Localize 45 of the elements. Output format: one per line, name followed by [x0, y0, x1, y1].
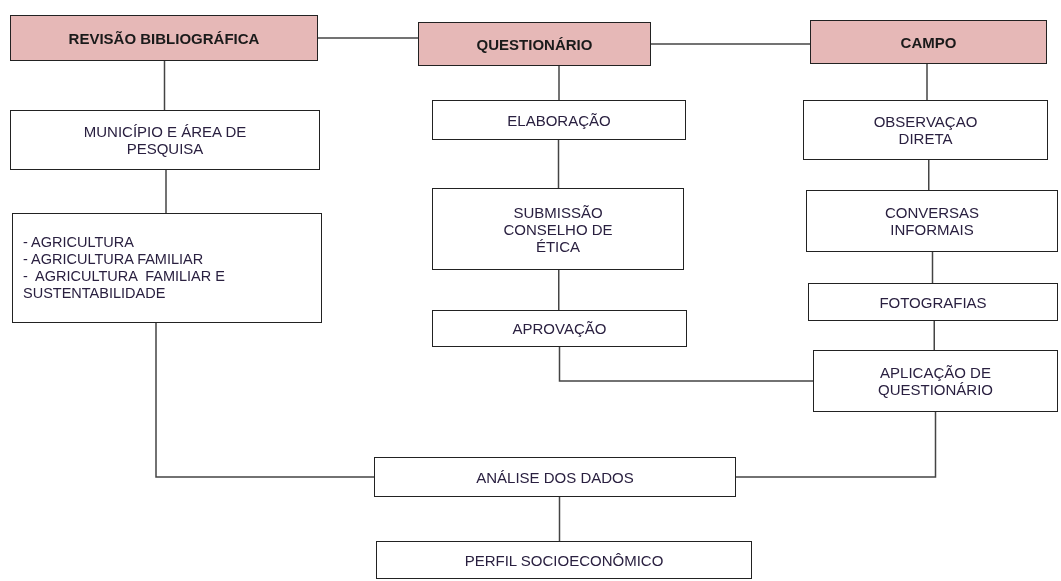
- node-label: REVISÃO BIBLIOGRÁFICA: [68, 29, 260, 47]
- node-label: SUBMISSÃO CONSELHO DE ÉTICA: [503, 203, 613, 255]
- node-label: MUNICÍPIO E ÁREA DE PESQUISA: [82, 123, 248, 157]
- node-label: QUESTIONÁRIO: [476, 35, 593, 53]
- process-box: [432, 100, 686, 140]
- header-box: [810, 20, 1047, 64]
- node-label: - AGRICULTURA FAMILIAR E SUSTENTABILIDADE: [23, 268, 226, 302]
- process-box: [432, 188, 684, 270]
- node-label: - AGRICULTURA: [23, 234, 134, 251]
- node-label: CAMPO: [900, 33, 957, 51]
- process-box: [432, 310, 687, 347]
- node-label: - AGRICULTURA FAMILIAR: [23, 251, 204, 268]
- connector-line: [931, 251, 934, 284]
- connector-line: [155, 322, 375, 478]
- connector-line: [558, 496, 561, 542]
- node-label: ELABORAÇÃO: [507, 111, 611, 129]
- connector-line: [735, 411, 937, 478]
- node-label: ANÁLISE DOS DADOS: [476, 468, 634, 486]
- header-box: [418, 22, 651, 66]
- node-label: CONVERSAS INFORMAIS: [883, 204, 981, 238]
- node-label: FOTOGRAFIAS: [879, 293, 987, 311]
- connector-line: [557, 139, 560, 189]
- connector-line: [558, 65, 560, 101]
- process-box: [374, 457, 736, 497]
- process-box: [808, 283, 1058, 321]
- process-box: [12, 213, 322, 323]
- node-label: APLICAÇÃO DE QUESTIONÁRIO: [877, 364, 994, 398]
- process-box: [806, 190, 1058, 252]
- connector-line: [933, 320, 935, 351]
- process-box: [376, 541, 752, 579]
- connector-line: [317, 37, 419, 39]
- node-label: PERFIL SOCIOECONÔMICO: [464, 551, 664, 569]
- connector-line: [650, 43, 811, 45]
- connector-line: [558, 346, 814, 382]
- process-box: [10, 110, 320, 170]
- connector-line: [165, 169, 167, 214]
- node-label: APROVAÇÃO: [512, 320, 607, 337]
- connector-line: [558, 269, 560, 311]
- process-box: [803, 100, 1048, 160]
- node-label: OBSERVAÇAO DIRETA: [872, 113, 979, 147]
- connector-line: [926, 63, 928, 101]
- connector-line: [163, 60, 166, 111]
- connector-line: [928, 159, 930, 191]
- process-box: [813, 350, 1058, 412]
- header-box: [10, 15, 318, 61]
